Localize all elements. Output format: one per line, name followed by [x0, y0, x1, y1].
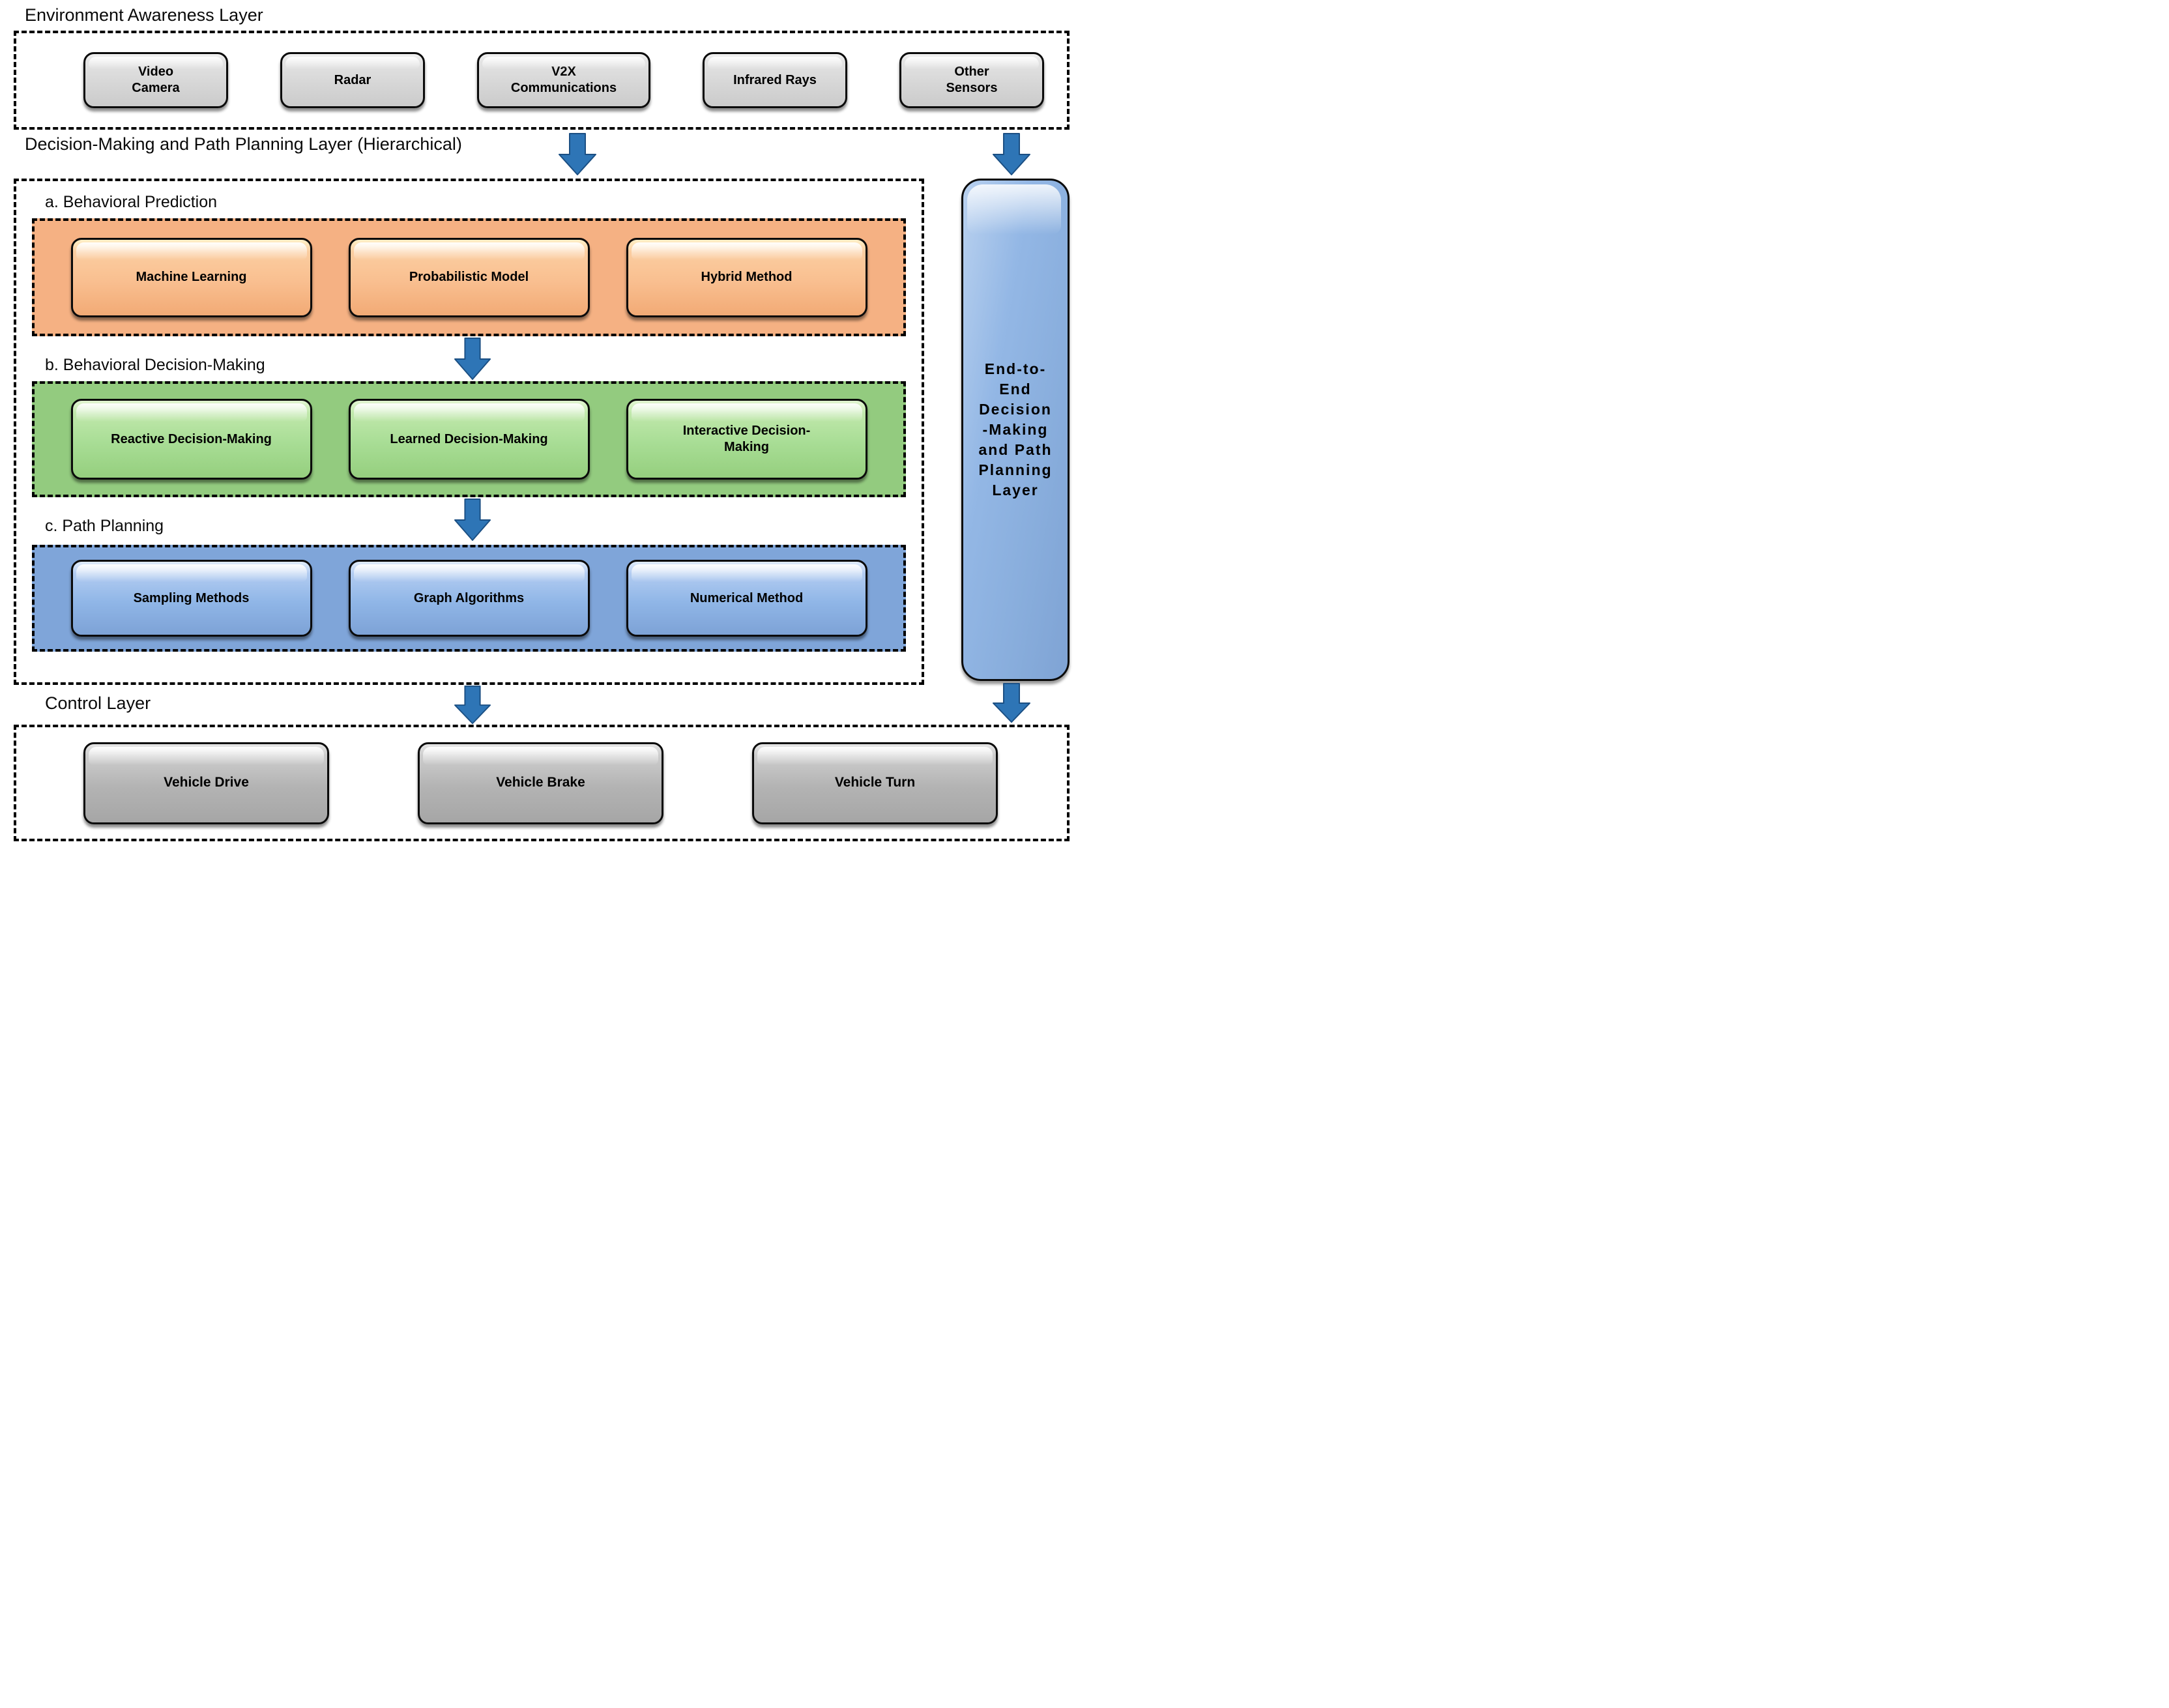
method-reactive-decision-making: Reactive Decision-Making	[70, 399, 312, 480]
autonomous-driving-architecture-diagram: Environment Awareness Layer Video Camera…	[0, 0, 1084, 854]
decision-layer-title: Decision-Making and Path Planning Layer …	[25, 134, 462, 154]
sensor-video-camera: Video Camera	[83, 52, 228, 108]
method-probabilistic-model: Probabilistic Model	[348, 237, 590, 317]
method-hybrid-method: Hybrid Method	[626, 237, 867, 317]
behavioral-decision-making-label: b. Behavioral Decision-Making	[45, 356, 265, 374]
end-to-end-layer-label: End-to- End Decision -Making and Path Pl…	[978, 360, 1053, 499]
behavioral-decision-making-band: Reactive Decision-Making Learned Decisio…	[32, 381, 906, 497]
end-to-end-layer-box: End-to- End Decision -Making and Path Pl…	[961, 179, 1070, 681]
actuator-vehicle-brake: Vehicle Brake	[418, 742, 663, 824]
sensor-radar: Radar	[280, 52, 425, 108]
sensor-v2x-communications: V2X Communications	[477, 52, 650, 108]
sensor-infrared-rays: Infrared Rays	[703, 52, 847, 108]
method-numerical-method: Numerical Method	[626, 560, 867, 637]
arrow-prediction-to-decision-making-icon	[454, 338, 491, 380]
arrow-end-to-end-to-control-icon	[993, 683, 1030, 723]
control-layer-title: Control Layer	[45, 693, 151, 713]
method-sampling-methods: Sampling Methods	[70, 560, 312, 637]
method-graph-algorithms: Graph Algorithms	[348, 560, 590, 637]
method-machine-learning: Machine Learning	[70, 237, 312, 317]
method-learned-decision-making: Learned Decision-Making	[348, 399, 590, 480]
arrow-env-to-end-to-end-icon	[993, 133, 1030, 175]
arrow-decision-to-control-icon	[454, 686, 491, 725]
environment-layer-title: Environment Awareness Layer	[25, 5, 263, 25]
sensor-other-sensors: Other Sensors	[899, 52, 1044, 108]
path-planning-label: c. Path Planning	[45, 517, 164, 535]
actuator-vehicle-turn: Vehicle Turn	[752, 742, 998, 824]
control-layer-box: Vehicle Drive Vehicle Brake Vehicle Turn	[14, 725, 1070, 841]
behavioral-prediction-band: Machine Learning Probabilistic Model Hyb…	[32, 218, 906, 336]
path-planning-band: Sampling Methods Graph Algorithms Numeri…	[32, 545, 906, 652]
actuator-row: Vehicle Drive Vehicle Brake Vehicle Turn	[16, 727, 1067, 839]
actuator-vehicle-drive: Vehicle Drive	[83, 742, 329, 824]
method-interactive-decision-making: Interactive Decision- Making	[626, 399, 867, 480]
environment-layer-box: Video Camera Radar V2X Communications In…	[14, 31, 1070, 130]
behavioral-prediction-label: a. Behavioral Prediction	[45, 193, 218, 211]
arrow-decision-making-to-path-planning-icon	[454, 499, 491, 541]
sensor-row: Video Camera Radar V2X Communications In…	[16, 33, 1067, 127]
arrow-env-to-decision-icon	[559, 133, 596, 175]
